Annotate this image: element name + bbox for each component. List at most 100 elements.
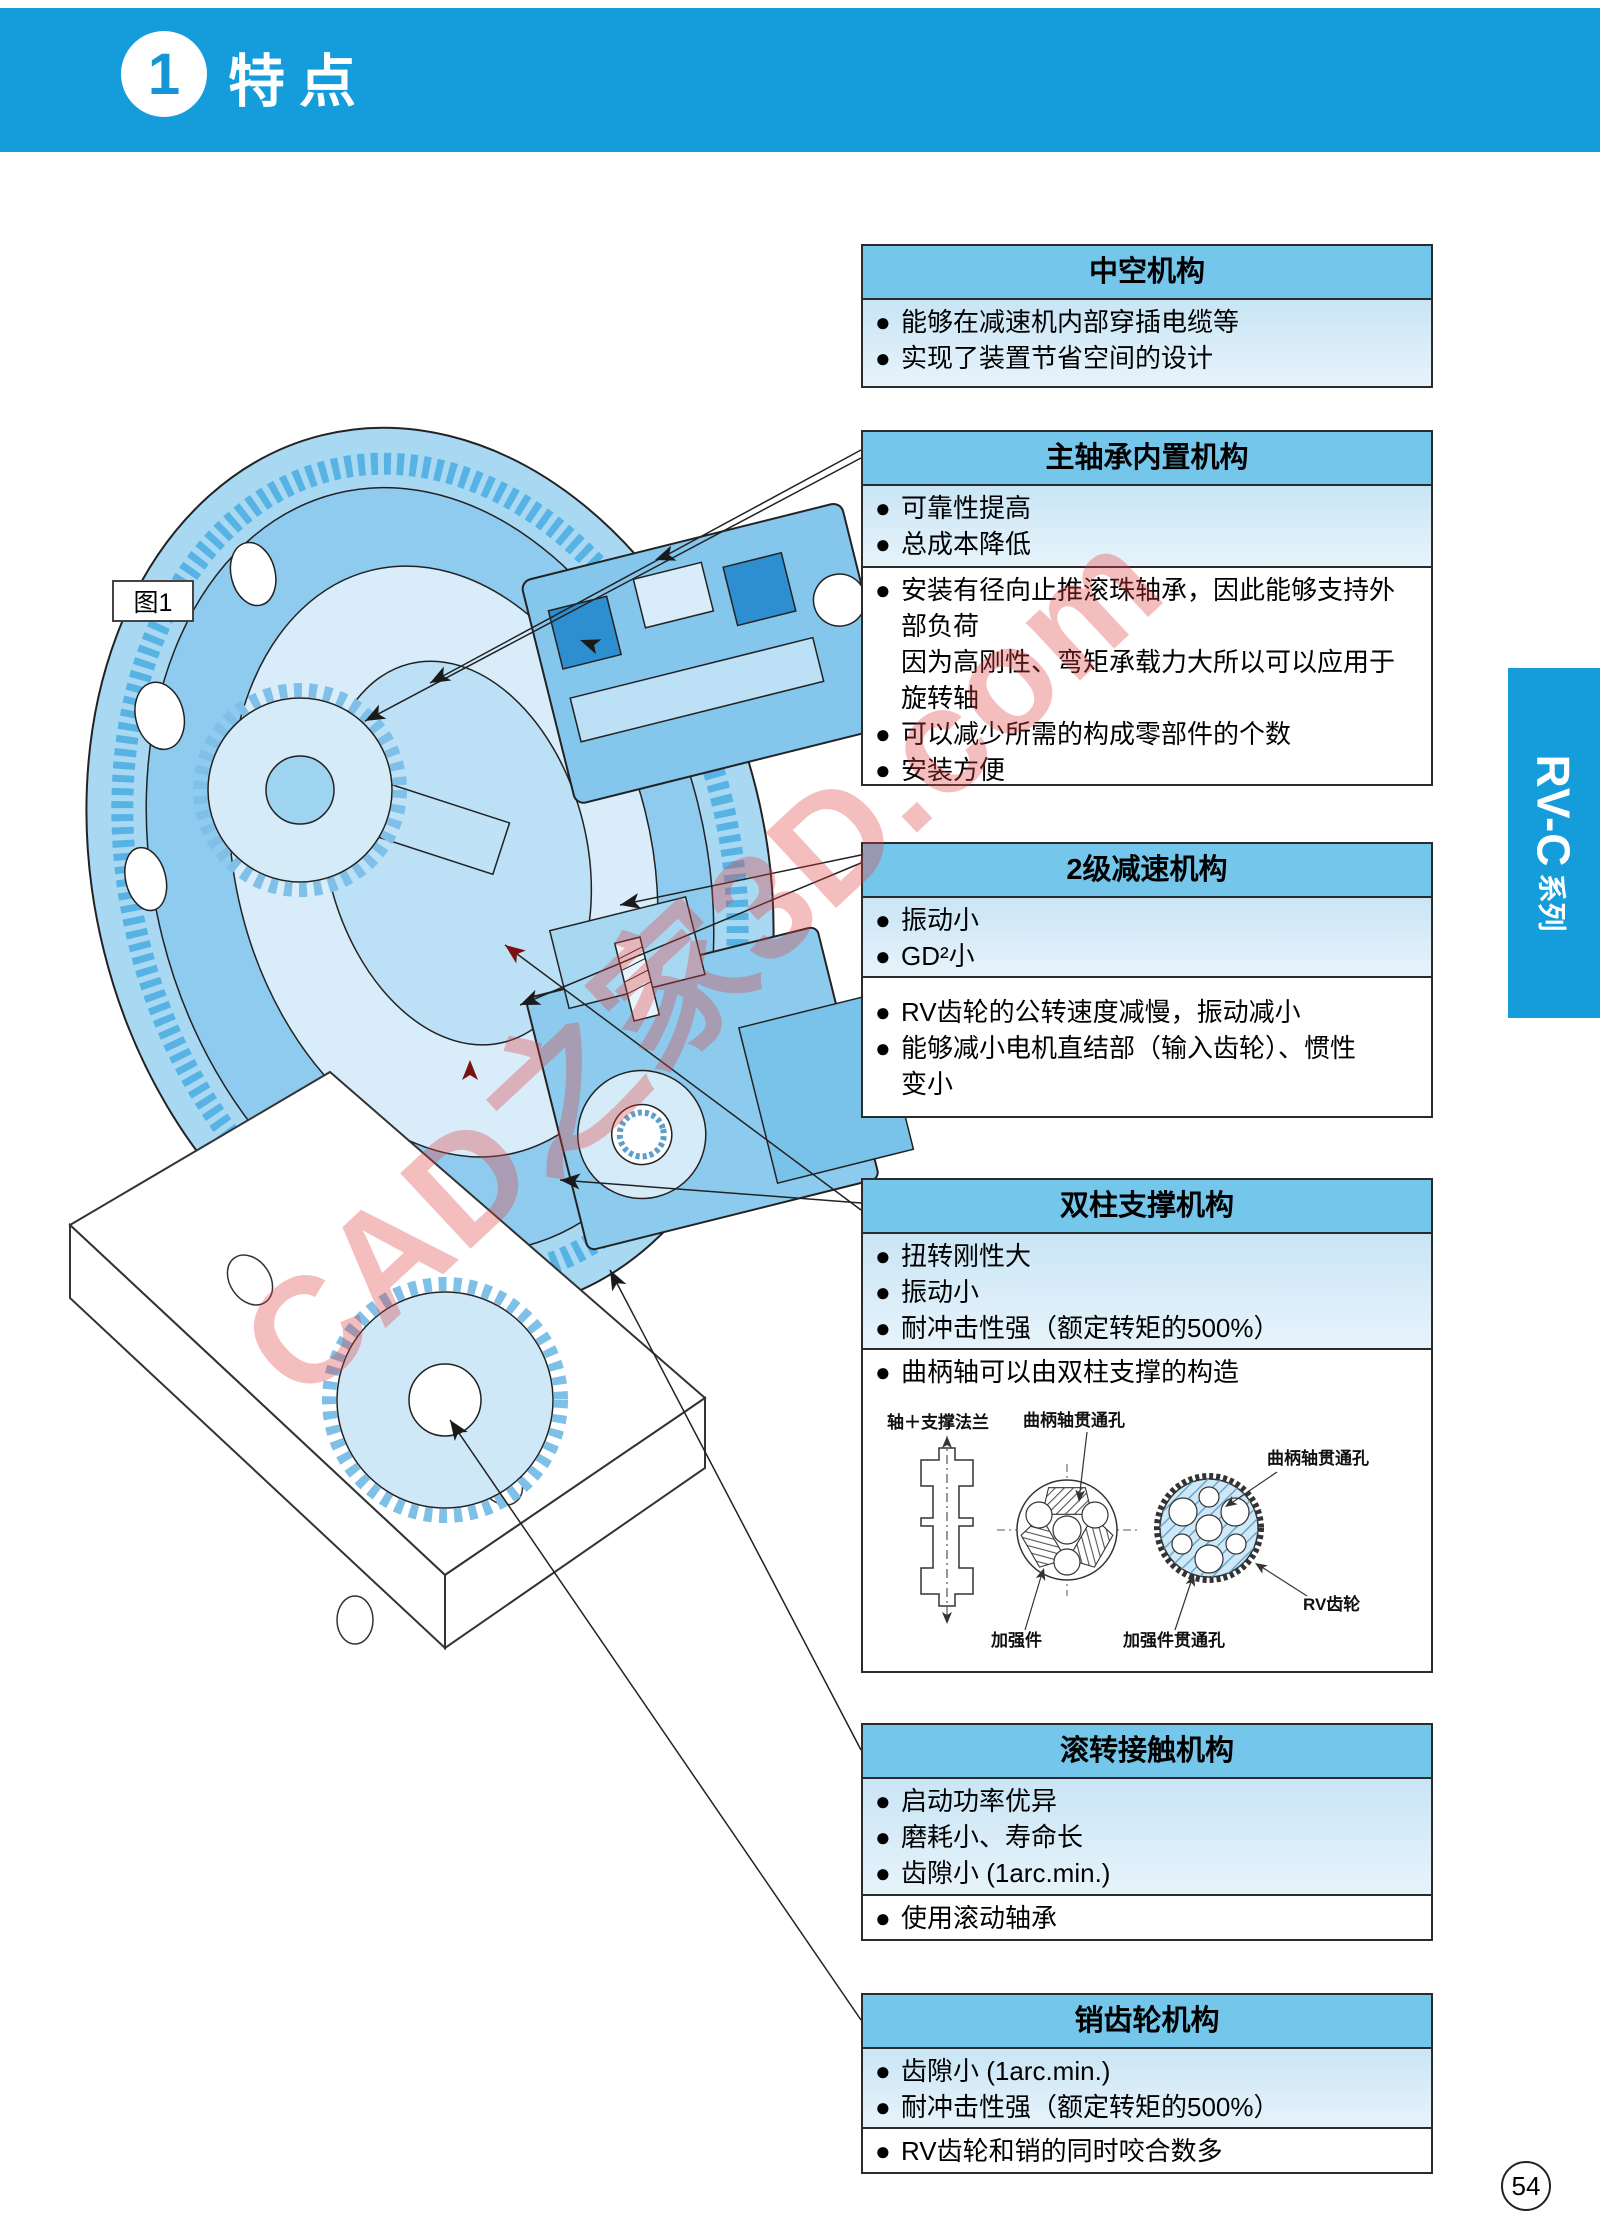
label-rv-gear: RV齿轮 xyxy=(1303,1594,1360,1614)
callout-box-title: 滚转接触机构 xyxy=(863,1725,1431,1779)
label-reinforcement-hole: 加强件贯通孔 xyxy=(1122,1630,1225,1650)
callout-box-section: ●可靠性提高●总成本降低 xyxy=(863,486,1431,566)
bullet-item: ● 能够在减速机内部穿插电缆等 xyxy=(875,304,1423,340)
bullet-item: ●实现了装置节省空间的设计 xyxy=(875,340,1423,376)
callout-box: 主轴承内置机构 ● 可靠性提高 ● 总成本降低 ● 安装有径向止推滚珠轴承，因此能够支持外部… xyxy=(861,430,1433,786)
bullet-text: 振动小 xyxy=(901,905,980,935)
bullet-icon: ● xyxy=(875,719,891,749)
bullet-text: 磨耗小、寿命长 xyxy=(901,1822,1084,1852)
callout-box-title: 双柱支撑机构 xyxy=(863,1180,1431,1234)
input-gear xyxy=(193,683,511,897)
bullet-text: 振动小 xyxy=(901,1277,980,1307)
bullet-item: ●RV齿轮的公转速度减慢，振动减小 xyxy=(875,994,1423,1030)
bullet-text: 安装有径向止推滚珠轴承，因此能够支持外 xyxy=(901,575,1396,605)
callout-box-section: ● 启动功率优异 ● 磨耗小、寿命长●齿隙小 (1arc.min.) xyxy=(863,1779,1431,1894)
bullet-item: ● 安装有径向止推滚珠轴承，因此能够支持外 xyxy=(875,572,1423,608)
bullet-item: ● 启动功率优异 xyxy=(875,1783,1423,1819)
bullet-icon: ● xyxy=(875,1313,891,1343)
series-suffix: 系列 xyxy=(1535,873,1567,932)
bullet-item-continuation: 旋转轴 xyxy=(875,680,1423,716)
callout-box-title: 2级减速机构 xyxy=(863,844,1431,898)
bullet-text: 能够在减速机内部穿插电缆等 xyxy=(901,307,1240,337)
rv-gear-figure xyxy=(1154,1473,1264,1583)
leader-lines xyxy=(364,449,862,2021)
callout-box: 中空机构 ● 能够在减速机内部穿插电缆等●实现了装置节省空间的设计 xyxy=(861,244,1433,388)
bullet-icon: ● xyxy=(875,2136,891,2166)
bullet-text: 耐冲击性强（额定转矩的500%） xyxy=(901,1313,1280,1343)
bullet-text: 可靠性提高 xyxy=(901,493,1032,523)
bullet-item: ●耐冲击性强（额定转矩的500%） xyxy=(875,2089,1423,2125)
bullet-text: 实现了装置节省空间的设计 xyxy=(901,343,1214,373)
page-number: 54 xyxy=(1511,2170,1541,2201)
bullet-item: ● 扭转刚性大 xyxy=(875,1238,1423,1274)
callout-box-section: ● 齿隙小 (1arc.min.)●耐冲击性强（额定转矩的500%） xyxy=(863,2049,1431,2127)
callout-box-section: ● 振动小●GD²小 xyxy=(863,898,1431,976)
bullet-icon: ● xyxy=(875,1357,891,1387)
callout-box-title: 销齿轮机构 xyxy=(863,1995,1431,2049)
bullet-text: 扭转刚性大 xyxy=(901,1241,1032,1271)
bullet-text: 齿隙小 (1arc.min.) xyxy=(901,2056,1111,2086)
bullet-text: 齿隙小 (1arc.min.) xyxy=(901,1858,1111,1888)
bullet-icon: ● xyxy=(875,1786,891,1816)
page-banner: 1 特点 xyxy=(0,8,1600,152)
bullet-item: ● 振动小 xyxy=(875,902,1423,938)
bullet-item: ● 齿隙小 (1arc.min.) xyxy=(875,2053,1423,2089)
bullet-text: 安装方便 xyxy=(901,755,1006,784)
callout-box: 滚转接触机构 ● 启动功率优异 ● 磨耗小、寿命长●齿隙小 (1arc.min.) ●使用… xyxy=(861,1723,1433,1941)
callout-box-section: ●RV齿轮的公转速度减慢，振动减小● 能够减小电机直结部（输入齿轮）、惯性变小 xyxy=(863,976,1431,1116)
bullet-text: 可以减少所需的构成零部件的个数 xyxy=(901,719,1292,749)
callout-box-section: ● 扭转刚性大 ● 振动小 ● 耐冲击性强（额定转矩的500%） xyxy=(863,1234,1431,1348)
bullet-text: 曲柄轴可以由双柱支撑的构造 xyxy=(901,1357,1240,1387)
bullet-item: ●使用滚动轴承 xyxy=(875,1900,1423,1936)
bullet-text: GD²小 xyxy=(901,941,975,971)
bullet-item: ●GD²小 xyxy=(875,938,1423,974)
bullet-icon: ● xyxy=(875,1277,891,1307)
bullet-item: ●齿隙小 (1arc.min.) xyxy=(875,1855,1423,1891)
bullet-item-continuation: 部负荷 xyxy=(875,608,1423,644)
callout-box-section: ● 安装有径向止推滚珠轴承，因此能够支持外部负荷因为高刚性、弯矩承载力大所以可以应… xyxy=(863,566,1431,784)
bullet-icon: ● xyxy=(875,575,891,605)
bullet-item-continuation: 因为高刚性、弯矩承载力大所以可以应用于 xyxy=(875,644,1423,680)
callout-box-title: 主轴承内置机构 xyxy=(863,432,1431,486)
support-flange-figure xyxy=(997,1464,1137,1596)
bullet-item: ● 振动小 xyxy=(875,1274,1423,1310)
bullet-text: RV齿轮和销的同时咬合数多 xyxy=(901,2136,1223,2166)
bullet-icon: ● xyxy=(875,307,891,337)
bullet-icon: ● xyxy=(875,2056,891,2086)
figure-label: 图1 xyxy=(112,580,194,622)
bullet-text: 使用滚动轴承 xyxy=(901,1903,1058,1933)
label-crank-hole-right: 曲柄轴贯通孔 xyxy=(1267,1448,1369,1468)
bullet-icon: ● xyxy=(875,755,891,784)
callout-box-title: 中空机构 xyxy=(863,246,1431,300)
section-number: 1 xyxy=(147,41,181,107)
bullet-text: 启动功率优异 xyxy=(901,1786,1058,1816)
bullet-text: 部负荷 xyxy=(901,611,980,641)
bullet-icon: ● xyxy=(875,905,891,935)
bullet-item: ● 能够减小电机直结部（输入齿轮）、惯性 xyxy=(875,1030,1423,1066)
bullet-icon: ● xyxy=(875,1241,891,1271)
bullet-text: 总成本降低 xyxy=(901,529,1032,559)
bullet-icon: ● xyxy=(875,1822,891,1852)
bullet-item: ● 曲柄轴可以由双柱支撑的构造 xyxy=(875,1354,1423,1390)
bullet-icon: ● xyxy=(875,1033,891,1063)
bullet-item: ● 可以减少所需的构成零部件的个数 xyxy=(875,716,1423,752)
bullet-text: 耐冲击性强（额定转矩的500%） xyxy=(901,2092,1280,2122)
bullet-text: 能够减小电机直结部（输入齿轮）、惯性 xyxy=(901,1033,1357,1063)
callout-box: 2级减速机构●振动小●GD²小●RV齿轮的公转速度减慢，振动减小●能够减小电机直… xyxy=(861,842,1433,1118)
page-title: 特点 xyxy=(228,50,370,114)
page-number-badge: 54 xyxy=(1501,2161,1551,2211)
bullet-icon: ● xyxy=(875,529,891,559)
bullet-text: RV齿轮的公转速度减慢，振动减小 xyxy=(901,997,1301,1027)
callout-box-section: ● RV齿轮和销的同时咬合数多 xyxy=(863,2127,1431,2172)
bullet-item: ● 安装方便 xyxy=(875,752,1423,784)
callout-box-section: ●使用滚动轴承 xyxy=(863,1894,1431,1939)
crank-support-diagram: 轴＋支撑法兰 曲柄轴贯通孔 曲柄轴贯通 xyxy=(887,1410,1369,1650)
bullet-item-continuation: 变小 xyxy=(875,1066,1423,1102)
label-shaft-flange: 轴＋支撑法兰 xyxy=(887,1412,989,1432)
callout-box-section: ● 曲柄轴可以由双柱支撑的构造 xyxy=(863,1348,1431,1671)
label-reinforcement: 加强件 xyxy=(990,1630,1042,1650)
